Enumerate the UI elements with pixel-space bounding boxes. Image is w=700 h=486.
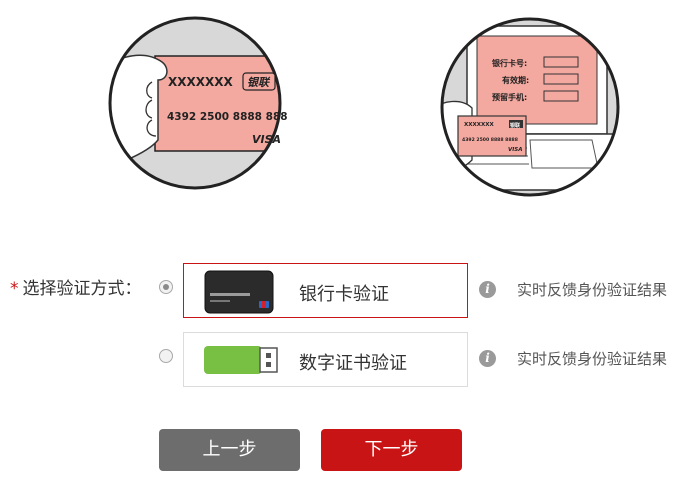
laptop-card-logo: 银联 (509, 122, 520, 129)
laptop-illustration: 银行卡号: 有效期: 预留手机: XXXXXXX 银联 4392 2500 88… (432, 0, 627, 210)
card-logo-text: 银联 (247, 76, 271, 89)
laptop-card-brand: VISA (508, 147, 523, 153)
radio-digital-certificate[interactable] (159, 349, 173, 363)
laptop-card-number: 4392 2500 8888 8888 (462, 137, 518, 143)
bank-card-illustration: XXXXXXX 银联 4392 2500 8888 888 VISA (100, 0, 290, 200)
laptop-card-name: XXXXXXX (464, 122, 494, 128)
option-digital-certificate-label: 数字证书验证 (299, 353, 407, 374)
option-bank-card-verification[interactable]: 银行卡验证 (183, 263, 468, 318)
info-icon[interactable]: i (479, 281, 496, 298)
verification-method-label-text: 选择验证方式： (22, 279, 142, 299)
required-mark: * (10, 279, 19, 299)
laptop-field-card-number: 银行卡号: (491, 58, 527, 68)
verification-method-label: *选择验证方式： (10, 274, 142, 299)
card-holder-name: XXXXXXX (168, 75, 234, 89)
laptop-field-phone: 预留手机: (492, 92, 527, 102)
bank-card-icon (204, 270, 274, 318)
card-number-text: 4392 2500 8888 888 (167, 111, 288, 123)
card-brand-text: VISA (252, 133, 281, 146)
laptop-field-expiry: 有效期: (502, 75, 529, 85)
digital-certificate-info-text: 实时反馈身份验证结果 (517, 350, 668, 368)
bank-card-info-text: 实时反馈身份验证结果 (517, 281, 668, 299)
option-bank-card-label: 银行卡验证 (299, 284, 389, 305)
option-digital-certificate-verification[interactable]: 数字证书验证 (183, 332, 468, 387)
next-step-button[interactable]: 下一步 (321, 429, 462, 471)
info-icon[interactable]: i (479, 350, 496, 367)
previous-step-button[interactable]: 上一步 (159, 429, 300, 471)
usb-key-icon (204, 344, 278, 380)
radio-bank-card[interactable] (159, 280, 173, 294)
